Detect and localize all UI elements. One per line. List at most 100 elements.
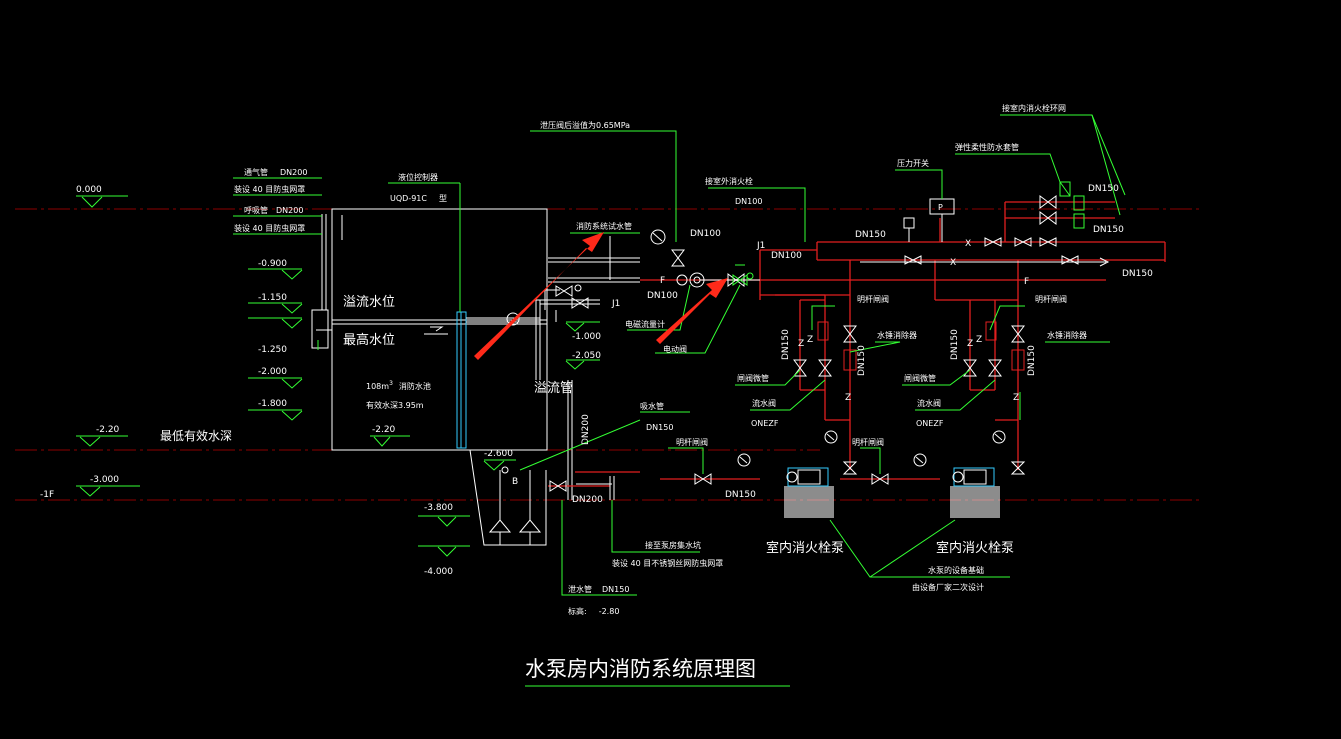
gauge-icon [992, 430, 1006, 444]
flowmeter-label: 电磁流量计 [625, 319, 665, 329]
hammer-arrestors [817, 321, 1025, 371]
max-level: 最高水位 [343, 332, 395, 348]
tank-depth: 有效水深3.95m [366, 400, 424, 410]
gate-valve [818, 359, 832, 377]
dn150-c: DN150 [1088, 184, 1119, 194]
dn150-v1: DN150 [781, 329, 791, 360]
level-3000: -3.000 [90, 475, 119, 485]
sump-pits [469, 449, 547, 546]
gauge-icon [913, 453, 927, 467]
dn150-v3: DN150 [950, 329, 960, 360]
red-pipes [548, 201, 1166, 487]
dn100-c: DN100 [647, 291, 678, 301]
to-ext-hydrant: 接室外消火栓 [705, 176, 753, 186]
gate-valve [1061, 255, 1079, 265]
tank-labels-left [233, 177, 322, 235]
gate-label-1: 明杆闸阀 [857, 294, 889, 304]
red-arrow-icon [656, 278, 728, 344]
pump-label-2: 室内消火栓泵 [936, 540, 1014, 556]
ring-net-label: 接室内消火栓环网 [1002, 103, 1066, 113]
pressure-switch: P [903, 198, 955, 242]
leader-lines [519, 114, 1126, 687]
overflow-pipes [466, 236, 640, 500]
floor-label: -1F [40, 490, 54, 500]
gate-valve [694, 473, 712, 485]
f-b: F [1024, 277, 1029, 287]
z-6: Z [976, 335, 982, 345]
relief-valve-label: 泄压阀后溢值为0.65MPa [540, 120, 630, 130]
check-label-1: 闸阀微管 [737, 373, 769, 383]
level-2050: -2.050 [572, 351, 601, 361]
x-b: X [950, 258, 956, 268]
level-3800: -3.800 [424, 503, 453, 513]
pipe-labels: 泄压阀后溢值为0.65MPa 消防系统试水管 接室外消火栓 DN100 DN10… [540, 103, 1153, 616]
annotation-arrows [474, 232, 728, 360]
z-1: Z [798, 339, 804, 349]
j1-b: J1 [611, 299, 620, 309]
check-label-2: 闸阀微管 [904, 373, 936, 383]
gate-valve [904, 255, 922, 265]
gate-valve [984, 237, 1002, 247]
flex-joints [1059, 181, 1085, 229]
z-5: Z [807, 335, 813, 345]
level-2600: -2.600 [484, 449, 513, 459]
white-header-pipes [576, 257, 1110, 500]
level-1150: -1.150 [258, 293, 287, 303]
dn150-d: DN150 [1093, 225, 1124, 235]
elevation-labels: 0.000 -0.900 -1.150 -1.250 -2.000 -1.800… [40, 185, 601, 577]
level-controller-label: 液位控制器 [398, 172, 438, 182]
hammer-label-1: 水锤消除器 [877, 330, 917, 340]
level-1250: -1.250 [258, 345, 287, 355]
level-1000: -1.000 [572, 332, 601, 342]
gate-valve [793, 359, 807, 377]
level-220: -2.20 [96, 425, 120, 435]
overflow-level: 溢流水位 [343, 295, 395, 310]
gate-valve [843, 325, 857, 343]
gate-bottom-1: 明杆闸阀 [676, 437, 708, 447]
breath-mesh-label: 装设 40 目防虫网罩 [234, 223, 305, 233]
to-ext-dn: DN100 [735, 197, 762, 206]
gate-bottom-2: 明杆闸阀 [852, 437, 884, 447]
diagram-title: 水泵房内消防系统原理图 [525, 657, 756, 681]
vent-mesh-label: 装设 40 目防虫网罩 [234, 184, 305, 194]
level-lines [15, 208, 1200, 501]
dn150-a: DN150 [855, 230, 886, 240]
soft-joint-label: 弹性柔性防水套管 [955, 142, 1019, 152]
pump-1 [784, 467, 834, 518]
level-220-tank: -2.20 [372, 425, 396, 435]
dn150-pump: DN150 [725, 490, 756, 500]
suction-dn: DN150 [646, 423, 673, 432]
gate-valve [871, 473, 889, 485]
pump-note-1: 水泵的设备基础 [928, 565, 984, 575]
dn150-b: DN150 [1122, 269, 1153, 279]
valves [549, 195, 1079, 492]
gauge-icon [737, 453, 751, 467]
gauge-icon [824, 430, 838, 444]
gate-valve [671, 249, 685, 267]
suction-label: 吸水管 [640, 401, 664, 411]
onezf-2: ONEZF [916, 419, 944, 428]
small-valves-tank [555, 284, 589, 322]
overflow-pipe-label: 溢流管 [534, 381, 573, 396]
flow-switch-2: 流水阀 [917, 398, 941, 408]
level-2000: -2.000 [258, 367, 287, 377]
dn200-horizontal: DN200 [572, 495, 603, 505]
dn150-v4: DN150 [1027, 345, 1037, 376]
pressure-switch-label: 压力开关 [897, 158, 929, 168]
dn150-v2: DN150 [857, 345, 867, 376]
p-box-label: P [938, 203, 943, 212]
pump-note-2: 由设备厂家二次设计 [912, 582, 984, 592]
gate-valve [1010, 461, 1026, 475]
sump-pipe-label: 接至泵房集水坑 [645, 540, 701, 550]
gauge-icon [650, 229, 666, 245]
x-a: X [965, 239, 971, 249]
flow-valve-group [732, 264, 754, 286]
gate-valve [988, 359, 1002, 377]
red-arrow-icon [474, 232, 604, 360]
